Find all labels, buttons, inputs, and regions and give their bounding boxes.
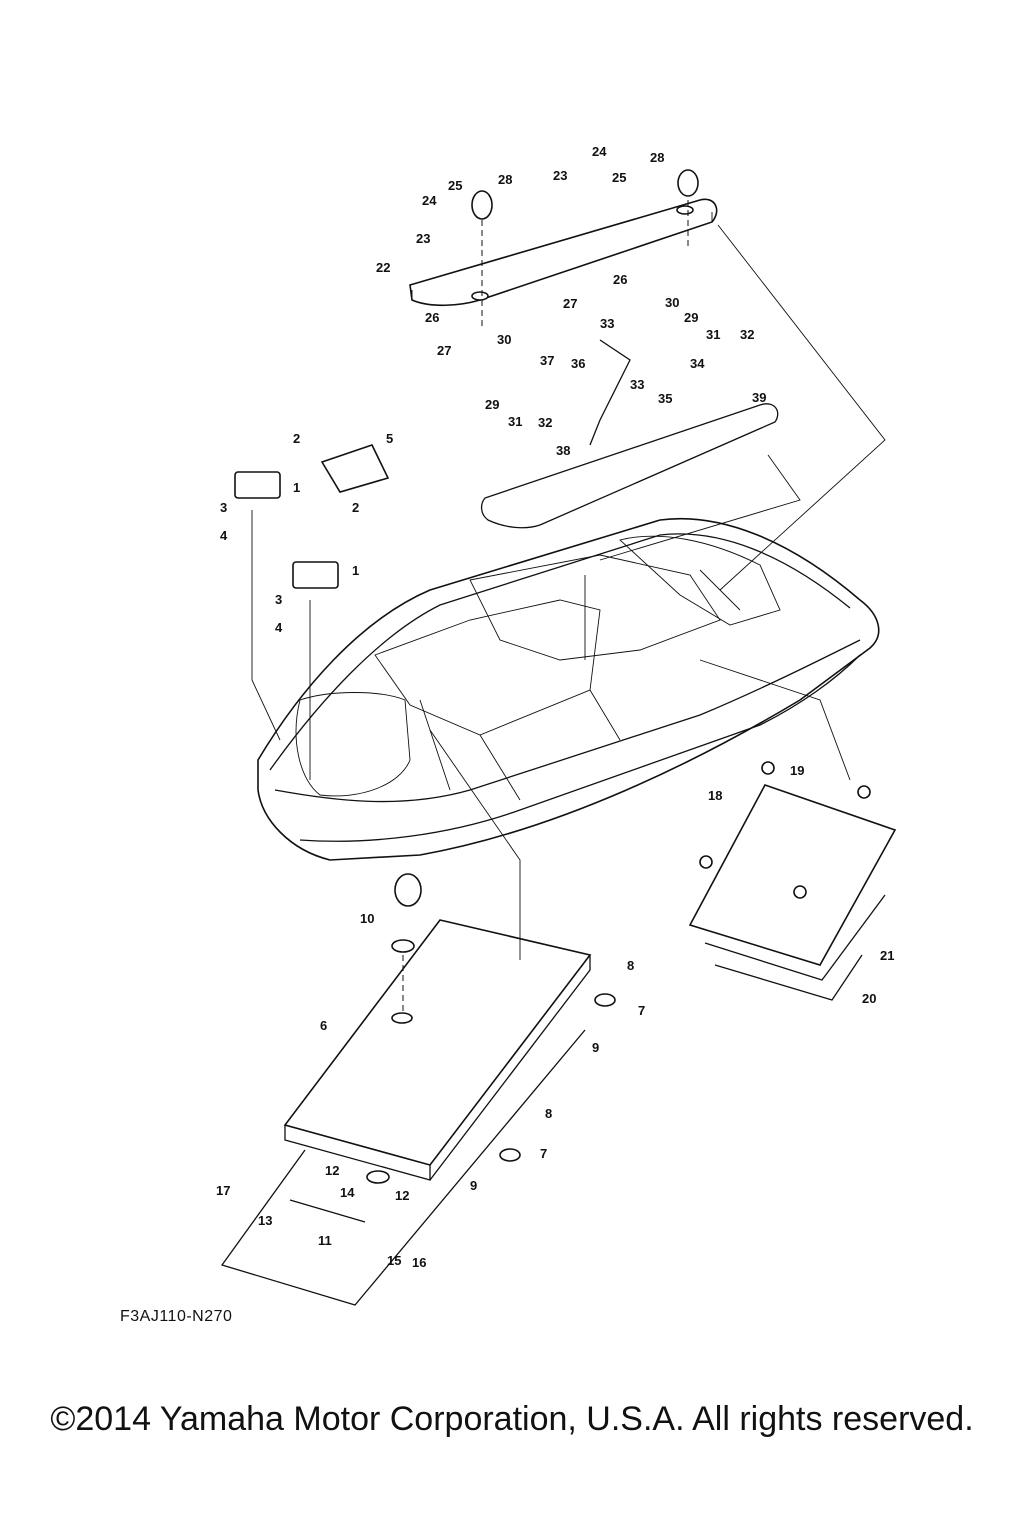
callout-29: 29 xyxy=(485,397,499,412)
callout-26: 26 xyxy=(613,272,627,287)
callout-33: 33 xyxy=(600,316,614,331)
callout-4: 4 xyxy=(275,620,283,635)
callout-21: 21 xyxy=(880,948,894,963)
callout-12: 12 xyxy=(325,1163,339,1178)
callout-3: 3 xyxy=(275,592,282,607)
callout-28: 28 xyxy=(650,150,664,165)
callout-14: 14 xyxy=(340,1185,355,1200)
callout-22: 22 xyxy=(376,260,390,275)
gasket-seal xyxy=(480,403,779,529)
callout-28: 28 xyxy=(498,172,512,187)
callout-8: 8 xyxy=(545,1106,552,1121)
callout-30: 30 xyxy=(497,332,511,347)
boat-hull xyxy=(257,517,880,861)
callout-18: 18 xyxy=(708,788,722,803)
callout-19: 19 xyxy=(790,763,804,778)
callout-32: 32 xyxy=(740,327,754,342)
parts-diagram: 1 1 2 2 3 3 4 4 5 6 7 7 8 8 9 9 10 11 12… xyxy=(216,144,897,1306)
callout-37: 37 xyxy=(540,353,554,368)
callout-6: 6 xyxy=(320,1018,327,1033)
callout-27: 27 xyxy=(563,296,577,311)
callout-27: 27 xyxy=(437,343,451,358)
callout-33: 33 xyxy=(630,377,644,392)
callout-11: 11 xyxy=(318,1233,332,1248)
small-parts xyxy=(289,169,871,1223)
callout-31: 31 xyxy=(508,414,522,429)
callout-26: 26 xyxy=(425,310,439,325)
callout-12: 12 xyxy=(395,1188,409,1203)
callout-3: 3 xyxy=(220,500,227,515)
callout-24: 24 xyxy=(592,144,607,159)
callout-36: 36 xyxy=(571,356,585,371)
grip-pad xyxy=(320,444,390,493)
callout-16: 16 xyxy=(412,1255,426,1270)
callout-4: 4 xyxy=(220,528,228,543)
storage-mat xyxy=(220,1029,586,1306)
callout-39: 39 xyxy=(752,390,766,405)
callout-34: 34 xyxy=(690,356,705,371)
callout-2: 2 xyxy=(352,500,359,515)
callout-17: 17 xyxy=(216,1183,230,1198)
callout-1: 1 xyxy=(293,480,300,495)
callout-30: 30 xyxy=(665,295,679,310)
cleat-lower xyxy=(292,561,339,589)
callout-labels: 1 1 2 2 3 3 4 4 5 6 7 7 8 8 9 9 10 11 12… xyxy=(216,144,894,1270)
hatch-lid xyxy=(283,919,592,1181)
callout-24: 24 xyxy=(422,193,437,208)
leader-lines xyxy=(251,200,886,1015)
callout-2: 2 xyxy=(293,431,300,446)
callout-7: 7 xyxy=(540,1146,547,1161)
callout-25: 25 xyxy=(612,170,626,185)
callout-7: 7 xyxy=(638,1003,645,1018)
callout-9: 9 xyxy=(592,1040,599,1055)
callout-1: 1 xyxy=(352,563,359,578)
cleat-upper xyxy=(234,471,281,499)
access-panel xyxy=(688,784,897,1001)
callout-32: 32 xyxy=(538,415,552,430)
callout-38: 38 xyxy=(556,443,570,458)
figure-code: F3AJ110-N270 xyxy=(120,1308,233,1325)
callout-15: 15 xyxy=(387,1253,401,1268)
callout-25: 25 xyxy=(448,178,462,193)
callout-23: 23 xyxy=(416,231,430,246)
callout-20: 20 xyxy=(862,991,876,1006)
callout-31: 31 xyxy=(706,327,720,342)
callout-8: 8 xyxy=(627,958,634,973)
seat-cushion xyxy=(409,198,718,307)
callout-23: 23 xyxy=(553,168,567,183)
callout-35: 35 xyxy=(658,391,672,406)
callout-5: 5 xyxy=(386,431,393,446)
callout-13: 13 xyxy=(258,1213,272,1228)
callout-10: 10 xyxy=(360,911,374,926)
copyright-notice: ©2014 Yamaha Motor Corporation, U.S.A. A… xyxy=(50,1400,974,1438)
callout-29: 29 xyxy=(684,310,698,325)
callout-9: 9 xyxy=(470,1178,477,1193)
